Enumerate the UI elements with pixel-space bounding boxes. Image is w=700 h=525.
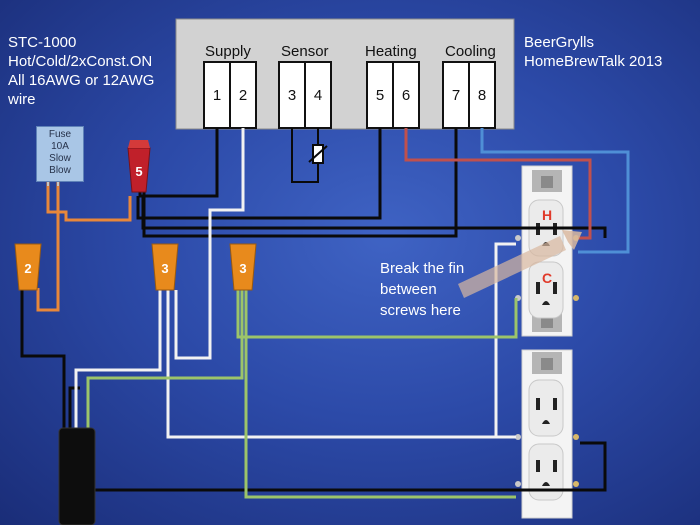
terminal-7	[442, 61, 470, 129]
fuse: Fuse 10A Slow Blow	[36, 126, 84, 182]
fuse-line-4: Blow	[49, 165, 71, 176]
terminal-label-1: 1	[212, 87, 222, 104]
terminal-label-4: 4	[313, 87, 323, 104]
terminal-label-7: 7	[451, 87, 461, 104]
outlet-hot-label: H	[542, 207, 553, 223]
credit-line-2: HomeBrewTalk 2013	[524, 53, 663, 70]
wire-nut-label-3a: 3	[161, 261, 169, 276]
white-wires	[74, 128, 516, 439]
terminal-label-3: 3	[287, 87, 297, 104]
fuse-line-3: Slow	[49, 153, 71, 164]
red-wire	[404, 128, 592, 240]
outlet-cold-label: C	[542, 270, 553, 286]
group-label-sensor: Sensor	[281, 43, 329, 60]
credit-line-1: BeerGrylls	[524, 34, 595, 51]
group-label-cooling: Cooling	[445, 43, 496, 60]
group-label-heating: Heating	[365, 43, 417, 60]
orange-wires	[36, 182, 132, 312]
title-line-3: All 16AWG or 12AWG	[8, 72, 155, 89]
fin-note-line-3: screws here	[380, 302, 461, 319]
terminal-label-2: 2	[238, 87, 248, 104]
wire-nut-label-2: 2	[24, 261, 32, 276]
title-line-1: STC-1000	[8, 34, 77, 51]
wire-nut-red-5	[127, 140, 151, 193]
terminal-label-8: 8	[477, 87, 487, 104]
wire-nut-label-5: 5	[135, 164, 143, 179]
title-line-4: wire	[8, 91, 36, 108]
sensor-probe	[291, 128, 328, 183]
fin-note-line-1: Break the fin	[380, 260, 465, 277]
outlet-bottom	[515, 349, 579, 519]
wires	[20, 128, 630, 499]
fin-note: Break the fin between screws here	[380, 258, 510, 321]
fuse-line-2: 10A	[51, 141, 69, 152]
fuse-line-1: Fuse	[48, 129, 72, 140]
wire-nut-orange-2	[14, 243, 42, 291]
title-block: STC-1000 Hot/Cold/2xConst.ON All 16AWG o…	[8, 33, 178, 109]
wire-nut-label-3b: 3	[239, 261, 247, 276]
terminal-label-5: 5	[375, 87, 385, 104]
fin-note-line-2: between	[380, 281, 437, 298]
green-wires	[86, 290, 518, 499]
terminal-label-6: 6	[401, 87, 411, 104]
group-label-supply: Supply	[205, 43, 251, 60]
blue-wire	[480, 128, 630, 254]
power-plug	[58, 427, 96, 525]
wire-nut-orange-3b	[229, 243, 257, 291]
title-line-2: Hot/Cold/2xConst.ON	[8, 53, 153, 70]
fuse-leads	[47, 182, 59, 186]
fin-arrow	[458, 230, 582, 298]
credit-block: BeerGrylls HomeBrewTalk 2013	[524, 33, 694, 71]
wire-nut-orange-3a	[151, 243, 179, 291]
